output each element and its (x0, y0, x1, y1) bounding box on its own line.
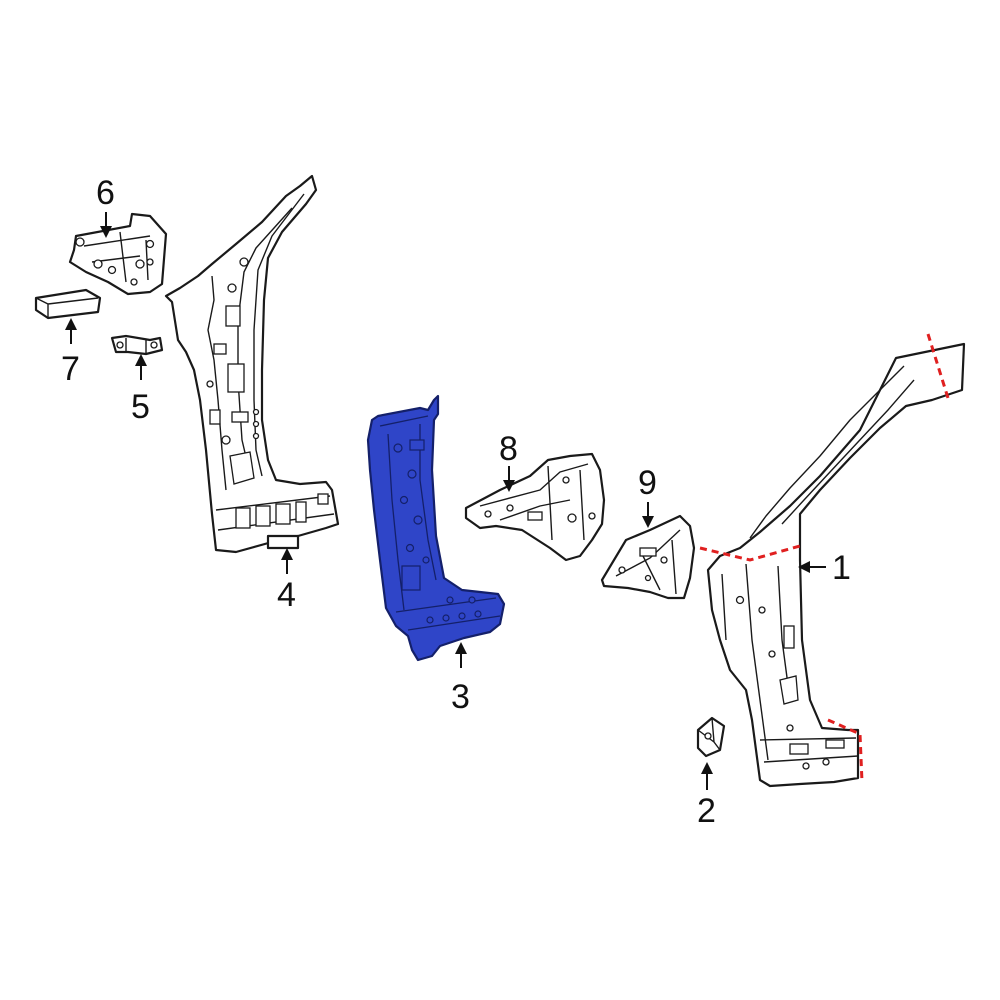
part-1-outer-pillar[interactable] (699, 333, 966, 788)
callout-labels: 1 2 3 4 5 6 7 8 9 (61, 174, 851, 830)
callout-5: 5 (131, 388, 150, 426)
callout-3: 3 (451, 678, 470, 716)
part-6-bracket[interactable] (68, 212, 168, 296)
callout-4: 4 (277, 576, 296, 614)
callout-9: 9 (638, 464, 657, 502)
callout-2: 2 (697, 792, 716, 830)
callout-8: 8 (499, 430, 518, 468)
part-5-clip[interactable] (110, 334, 164, 356)
callout-leaders (65, 212, 826, 790)
part-4-inner-pillar[interactable] (164, 174, 340, 554)
part-3-reinforcement-highlighted[interactable] (366, 394, 506, 662)
part-7-block[interactable] (34, 288, 102, 320)
part-8-gusset[interactable] (464, 452, 606, 562)
callout-6: 6 (96, 174, 115, 212)
callout-1: 1 (832, 549, 851, 587)
part-9-bracket[interactable] (600, 514, 696, 600)
callout-7: 7 (61, 350, 80, 388)
part-2-bracket[interactable] (696, 716, 726, 758)
